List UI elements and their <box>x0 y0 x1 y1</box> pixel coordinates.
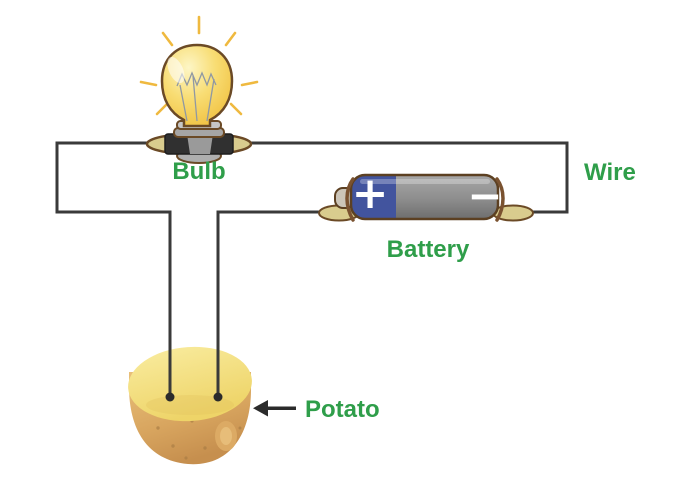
bulb-highlight <box>167 56 185 84</box>
battery-label: Battery <box>387 236 470 263</box>
bulb-hex-nut-face <box>187 134 213 154</box>
potato-blemish-core <box>220 427 232 445</box>
bulb-rays <box>139 15 259 116</box>
battery-top-highlight <box>360 179 490 184</box>
battery-blue-cap-edge <box>373 175 396 219</box>
potato-illustration <box>128 346 252 465</box>
bulb-label: Bulb <box>172 158 225 185</box>
battery-illustration: + − <box>318 168 534 222</box>
battery-positive-sign: + <box>352 168 389 219</box>
battery-strap-left <box>345 177 355 222</box>
arrow-head-icon <box>253 400 268 417</box>
battery-outline <box>349 173 500 221</box>
bulb-illustration <box>139 15 259 164</box>
circuit-wire <box>55 141 569 397</box>
potato-pointer-arrow <box>253 400 296 417</box>
electrode-tip-right <box>213 392 223 402</box>
potato-cut-surface <box>128 346 252 422</box>
wire-label: Wire <box>584 159 636 186</box>
electrode-tip-left <box>165 392 175 402</box>
battery-strap-right <box>495 177 505 222</box>
potato-label: Potato <box>305 396 380 423</box>
